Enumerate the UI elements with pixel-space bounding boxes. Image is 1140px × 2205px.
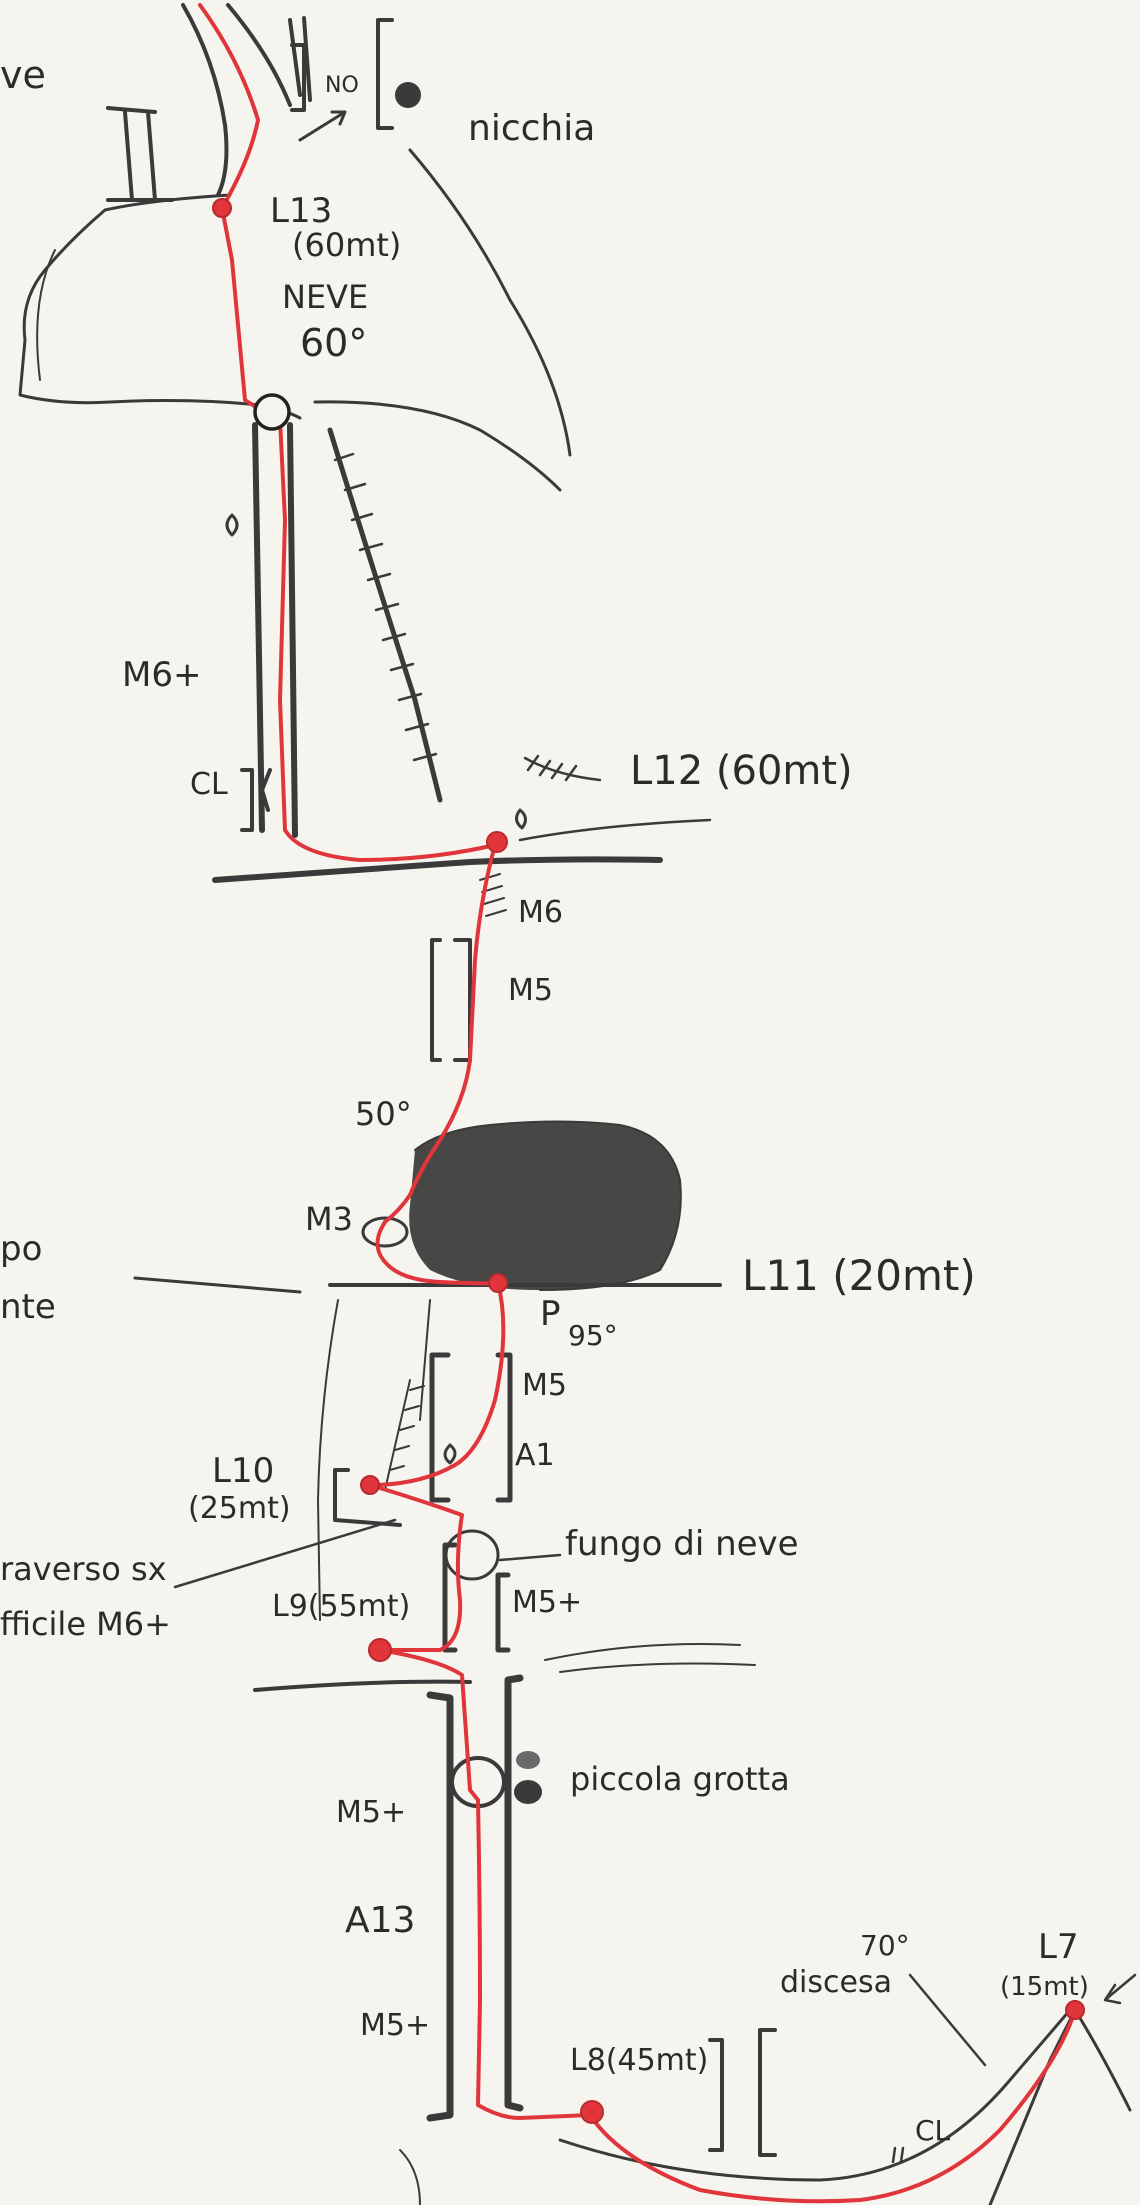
terrain-lines xyxy=(20,5,1135,2205)
l12-ledge xyxy=(215,859,660,880)
label-l10-length: (25mt) xyxy=(188,1491,291,1526)
label-m5-plus-mid: M5+ xyxy=(512,1585,582,1620)
label-m6-plus-upper: M6+ xyxy=(122,655,201,695)
label-neve-angle: 60° xyxy=(300,321,367,365)
belay-top-chimney xyxy=(255,395,289,429)
belay-l11 xyxy=(489,1274,507,1292)
right-slope-base xyxy=(315,402,560,490)
right-slope xyxy=(410,150,570,455)
belay-l9 xyxy=(369,1639,391,1661)
label-l12: L12 (60mt) xyxy=(630,748,853,794)
belay-l10 xyxy=(361,1476,379,1494)
piccola-grotta-dark-top xyxy=(516,1751,540,1769)
chimney-right-wall xyxy=(290,425,295,835)
label-l7-length: (15mt) xyxy=(1000,1972,1089,2002)
label-l10: L10 xyxy=(212,1451,274,1491)
piccola-grotta-dark xyxy=(514,1780,542,1804)
l9-ledge xyxy=(255,1682,470,1690)
belay-l7 xyxy=(1066,2001,1084,2019)
quickdraw-a1 xyxy=(445,1445,455,1463)
m5-bracket-upper-left xyxy=(432,940,470,1060)
nicchia-dot xyxy=(395,82,421,108)
cl-lower-mark xyxy=(893,2148,903,2162)
label-l8: L8(45mt) xyxy=(570,2043,708,2078)
label-po: po xyxy=(0,1229,42,1269)
upper-crack xyxy=(290,18,310,100)
label-l13: L13 xyxy=(270,191,332,231)
bottom-ground xyxy=(560,2010,1070,2180)
label-l13-length: (60mt) xyxy=(292,226,401,264)
left-ledge-line xyxy=(135,1278,300,1292)
belay-l13 xyxy=(213,199,231,217)
cl-bracket-upper xyxy=(242,770,270,830)
label-discesa: discesa xyxy=(780,1965,892,2000)
chimney-left-wall xyxy=(255,425,262,830)
quickdraw-chimney xyxy=(227,515,237,535)
quickdraw-l12 xyxy=(516,810,525,828)
label-m5-plus-low: M5+ xyxy=(336,1795,406,1830)
label-no: NO xyxy=(325,73,359,98)
label-m5-upper: M5 xyxy=(508,973,553,1008)
label-neve: NEVE xyxy=(282,278,368,316)
label-ve: ve xyxy=(0,53,46,97)
label-nte: nte xyxy=(0,1287,56,1327)
label-funghi-neve: fungo di neve xyxy=(565,1524,799,1564)
belay-l12 xyxy=(487,832,507,852)
l7-arrow xyxy=(1105,1975,1135,2003)
label-m5-mid: M5 xyxy=(522,1368,567,1403)
lower-chimney-right xyxy=(508,1678,520,2108)
label-cl-upper: CL xyxy=(190,767,228,802)
label-discesa-angle: 70° xyxy=(860,1929,910,1962)
label-cl-lower: CL xyxy=(915,2114,951,2147)
label-nicchia: nicchia xyxy=(468,108,595,149)
label-l7: L7 xyxy=(1038,1927,1079,1967)
m5-a1-bracket-left xyxy=(432,1355,448,1500)
label-l9: L9(55mt) xyxy=(272,1589,410,1624)
upper-gully-right-wall xyxy=(228,5,290,105)
chimney-right-slab xyxy=(330,430,440,800)
lower-chimney-left xyxy=(430,1695,450,2118)
left-rock-inner xyxy=(37,250,55,380)
traverso-pointer xyxy=(175,1520,395,1587)
left-rock-mass xyxy=(20,195,300,418)
l10-slab-hatching xyxy=(385,1380,424,1490)
discesa-pointer xyxy=(910,1975,985,2065)
label-50-degrees: 50° xyxy=(355,1095,412,1133)
route-chimney-segment xyxy=(268,415,495,860)
label-l11: L11 (20mt) xyxy=(742,1251,976,1300)
belay-l8 xyxy=(581,2101,603,2123)
snow-streaks xyxy=(545,1644,755,1672)
label-a13: A13 xyxy=(345,1900,415,1941)
label-p: P xyxy=(540,1294,561,1334)
route-l11-l10-segment xyxy=(370,1283,503,1485)
route-l9-l8-segment xyxy=(380,1650,590,2118)
l12-ledge-top xyxy=(520,820,710,840)
label-m6: M6 xyxy=(518,895,563,930)
l8-bracket xyxy=(710,2030,775,2155)
funghi-neve xyxy=(446,1531,498,1579)
no-arrow xyxy=(300,112,345,140)
label-m3: M3 xyxy=(305,1200,353,1238)
label-p-angle: 95° xyxy=(568,1319,618,1352)
label-a1: A1 xyxy=(515,1438,555,1473)
label-traverso: raverso sx xyxy=(0,1550,167,1588)
bottom-ground-left xyxy=(400,2150,420,2205)
l12-feather xyxy=(525,756,600,780)
label-m5-plus-bottom: M5+ xyxy=(360,2008,430,2043)
no-bracket-right xyxy=(378,20,392,128)
l9-bracket-right xyxy=(498,1575,508,1650)
label-difficile: fficile M6+ xyxy=(0,1605,171,1643)
pillar-outline xyxy=(318,1300,430,1620)
l7-peak-right xyxy=(1075,2010,1130,2110)
label-piccola-grotta: piccola grotta xyxy=(570,1760,790,1798)
ii-mark xyxy=(108,108,172,200)
boulder xyxy=(409,1122,681,1291)
funghi-pointer xyxy=(500,1555,560,1560)
